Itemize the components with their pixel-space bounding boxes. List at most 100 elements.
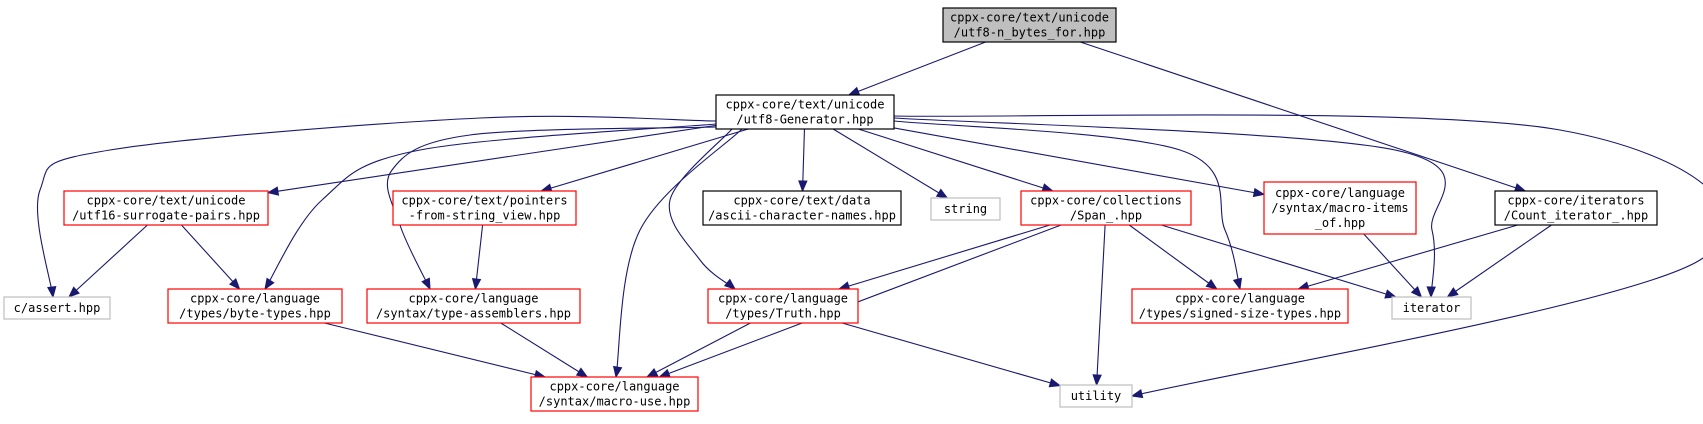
node-label-line: /ascii-character-names.hpp (708, 209, 896, 223)
arrowhead (1252, 187, 1266, 198)
node-label-line: cppx-core/language (549, 380, 679, 394)
edge-gen-bytetypes (264, 123, 717, 291)
edge-line (1298, 224, 1518, 290)
node-box (366, 288, 581, 324)
edge-gen-string (832, 128, 949, 199)
arrowhead (723, 278, 737, 290)
node-label-line: /syntax/macro-use.hpp (539, 395, 691, 409)
arrowhead (1446, 287, 1459, 298)
node-label-line: cppx-core/text/unicode (950, 11, 1109, 25)
node-label-line: utility (1071, 389, 1122, 403)
node-label-line: cppx-core/language (408, 292, 538, 306)
node-box (1020, 190, 1192, 226)
node-ascii[interactable]: cppx-core/text/data/ascii-character-name… (702, 190, 902, 226)
node-macroitems[interactable]: cppx-core/language/syntax/macro-items_of… (1263, 181, 1417, 235)
node-utility: utility (1059, 384, 1133, 408)
edge-gen-ascii (798, 128, 808, 193)
edge-line (858, 128, 1053, 192)
arrowhead (264, 277, 275, 291)
arrowhead (1232, 277, 1243, 291)
node-box (702, 190, 902, 226)
arrowhead (645, 367, 659, 378)
arrowhead (935, 188, 949, 199)
nodes-layer: cppx-core/text/unicode/utf8-n_bytes_for.… (3, 7, 1658, 412)
arrowhead (471, 278, 482, 291)
arrowhead (421, 277, 431, 291)
node-string: string (930, 197, 1001, 221)
arrowhead (1092, 374, 1102, 387)
edge-ptrs-typeasm (471, 224, 484, 291)
edge-line (832, 128, 948, 199)
edge-gen-utility (893, 114, 1703, 399)
node-ptrs[interactable]: cppx-core/text/pointers-from-string_view… (392, 190, 577, 226)
node-bytetypes[interactable]: cppx-core/language/types/byte-types.hpp (167, 288, 343, 324)
node-box (167, 288, 343, 324)
edge-line (541, 128, 749, 192)
node-signedsize[interactable]: cppx-core/language/types/signed-size-typ… (1131, 288, 1349, 324)
arrowhead (1410, 286, 1423, 298)
edge-typeasm-macrouse (500, 322, 589, 378)
edge-gen-truth (668, 128, 737, 290)
node-label-line: cppx-core/text/unicode (726, 98, 885, 112)
edge-gen-macrouse (613, 128, 743, 379)
arrowhead (575, 367, 589, 378)
edge-gen-span (858, 128, 1054, 193)
node-label-line: cppx-core/collections (1030, 194, 1182, 208)
edge-utf16-bytetypes (181, 224, 241, 290)
edge-gen-utf16 (266, 124, 717, 196)
node-truth[interactable]: cppx-core/language/types/Truth.hpp (707, 288, 859, 324)
edge-span-iterator (1161, 224, 1397, 299)
node-label-line: string (944, 202, 987, 216)
node-gen[interactable]: cppx-core/text/unicode/utf8-Generator.hp… (715, 94, 895, 130)
edge-line (36, 115, 717, 298)
node-label-line: cppx-core/language (1175, 292, 1305, 306)
node-countit[interactable]: cppx-core/iterators/Count_iterator_.hpp (1494, 190, 1658, 226)
arrowhead (1426, 286, 1436, 299)
edge-countit-signedsize (1296, 224, 1518, 291)
edge-line (68, 224, 148, 298)
node-label-line: /Count_iterator_.hpp (1504, 209, 1649, 223)
node-iterator: iterator (1391, 296, 1472, 320)
arrowhead (266, 186, 280, 196)
node-utf16[interactable]: cppx-core/text/unicode/utf16-surrogate-p… (63, 190, 269, 226)
node-box (942, 7, 1117, 43)
node-label-line: cppx-core/iterators (1507, 194, 1644, 208)
edge-gen-signedsize (893, 120, 1243, 291)
node-label-line: cppx-core/text/data (733, 194, 870, 208)
edge-line (848, 41, 986, 96)
edge-line (1096, 224, 1106, 386)
node-macrouse[interactable]: cppx-core/language/syntax/macro-use.hpp (530, 376, 699, 412)
node-typeasm[interactable]: cppx-core/language/syntax/type-assembler… (366, 288, 581, 324)
arrowhead (1048, 378, 1062, 388)
edge-utf8n-countit (1080, 41, 1527, 193)
node-label-line: _of.hpp (1315, 216, 1366, 230)
edge-line (1161, 224, 1396, 298)
node-label-line: /types/signed-size-types.hpp (1139, 307, 1341, 321)
edge-line (615, 128, 743, 378)
node-label-line: /types/byte-types.hpp (179, 307, 331, 321)
edge-span-truth (837, 224, 1051, 291)
node-box (1391, 296, 1472, 320)
arrowhead (228, 278, 241, 290)
edge-line (841, 322, 1061, 387)
node-box (930, 197, 1001, 221)
node-label-line: /utf8-Generator.hpp (736, 113, 873, 127)
node-label-line: /utf8-n_bytes_for.hpp (954, 26, 1106, 40)
edge-line (893, 117, 1446, 298)
edge-line (1363, 233, 1422, 298)
node-label-line: /syntax/macro-items (1271, 201, 1408, 215)
edge-countit-iterator (1446, 224, 1552, 298)
node-box (1263, 181, 1417, 235)
arrowhead (847, 86, 861, 96)
node-box (715, 94, 895, 130)
edge-line (474, 224, 484, 290)
node-label-line: cppx-core/language (190, 292, 320, 306)
node-box (707, 288, 859, 324)
node-span[interactable]: cppx-core/collections/Span_.hpp (1020, 190, 1192, 226)
edge-line (659, 224, 1062, 378)
edge-utf8n-gen (847, 41, 986, 96)
node-label-line: /utf16-surrogate-pairs.hpp (72, 209, 260, 223)
node-label-line: cppx-core/language (718, 292, 848, 306)
edge-line (893, 120, 1241, 290)
